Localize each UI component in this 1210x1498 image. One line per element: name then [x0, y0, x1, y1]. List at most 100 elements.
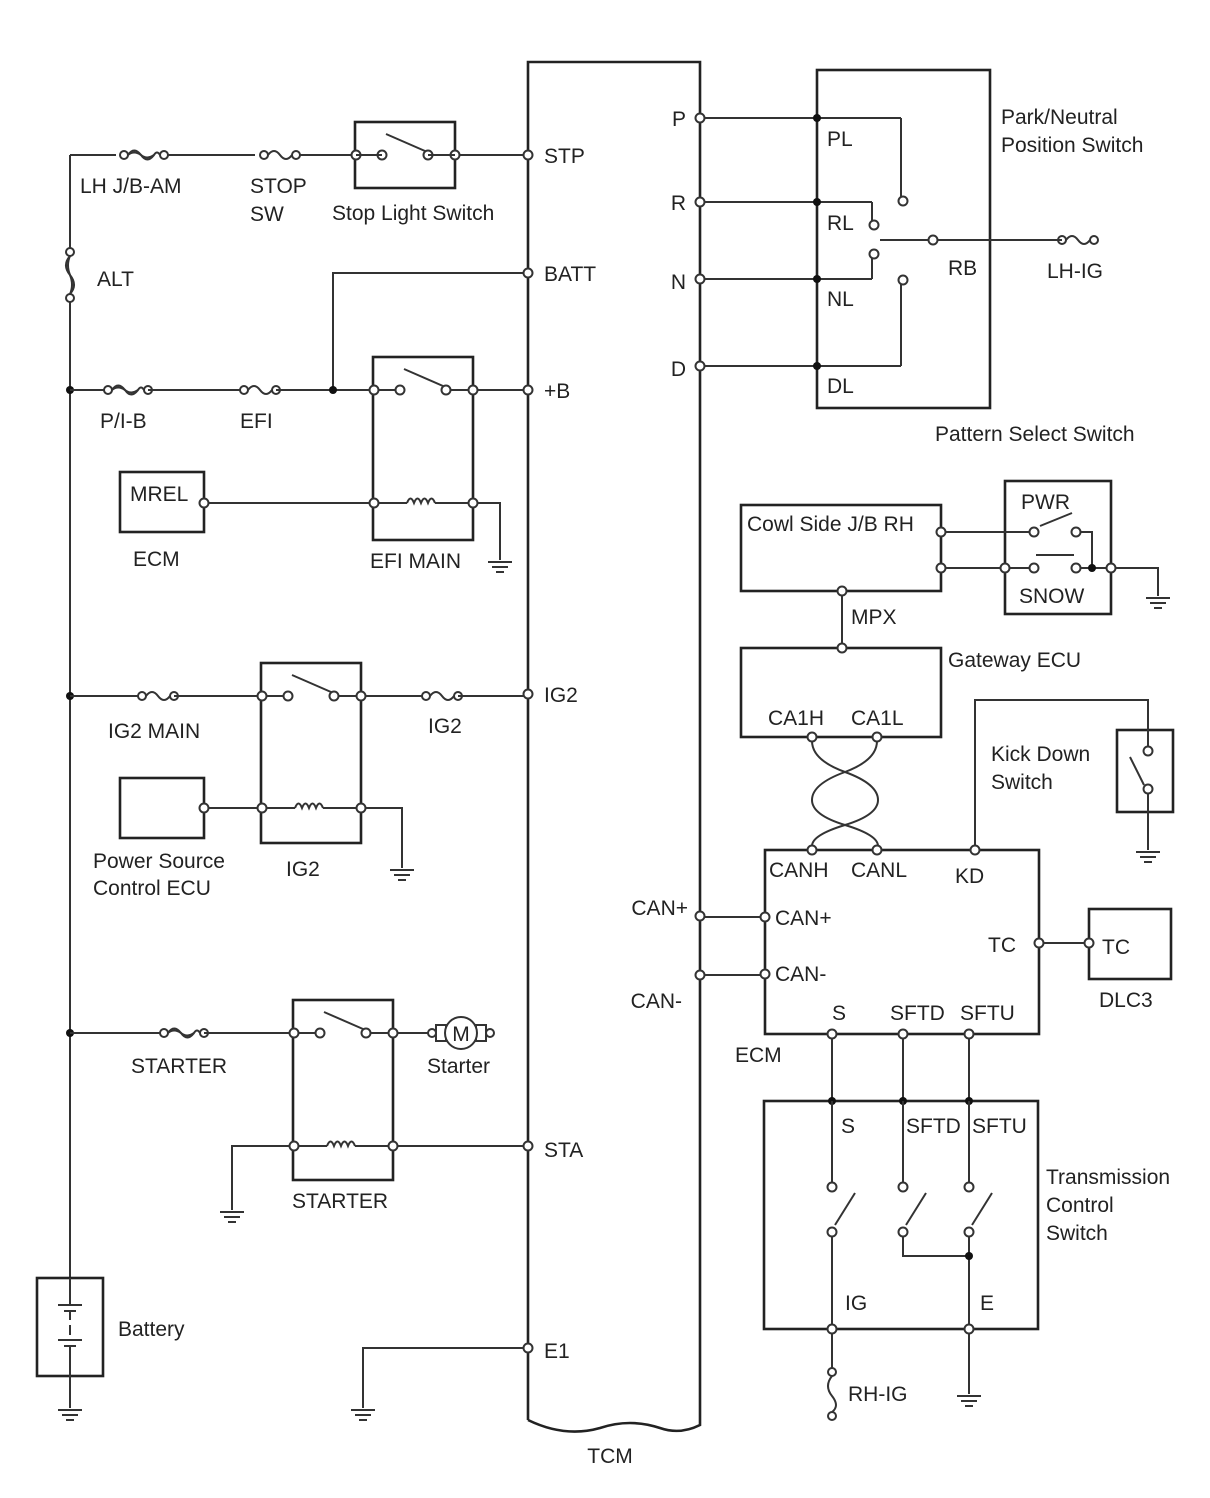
fuse-lh-jb-am-label: LH J/B-AM [80, 175, 182, 198]
trans-pin-s: S [841, 1115, 855, 1138]
battery: Battery [35, 1276, 185, 1408]
trans-pin-ig: IG [845, 1292, 867, 1315]
trans-title-3: Switch [1046, 1222, 1108, 1245]
tcm-block: TCM [526, 60, 702, 1468]
pn-title-1: Park/Neutral [1001, 106, 1118, 129]
can-twisted-pair [810, 740, 880, 847]
dlc3: TC DLC3 [1083, 907, 1173, 1012]
starter-relay-label: STARTER [292, 1190, 388, 1213]
trans-pin-sftd: SFTD [906, 1115, 961, 1138]
kick-down-switch: Kick Down Switch [974, 699, 1175, 850]
fuse-p-i-b: P/I-B [100, 384, 153, 433]
ig2-relay-label: IG2 [286, 858, 320, 881]
tcm-label: TCM [587, 1445, 633, 1468]
park-neutral-position-switch: Park/Neutral Position Switch PL RL NL DL… [704, 68, 1143, 410]
ecm-pin-kd: KD [955, 865, 984, 888]
ecm-title: ECM [735, 1044, 782, 1067]
tcm-pin-sta: STA [544, 1139, 583, 1162]
pwr-label: PWR [1021, 491, 1070, 514]
ecm-pin-sftu: SFTU [960, 1002, 1015, 1025]
starter-motor: M Starter [427, 1016, 495, 1078]
pn-pin-rl: RL [827, 212, 854, 235]
mpx-label: MPX [851, 606, 897, 629]
pn-pin-pl: PL [827, 128, 853, 151]
efi-main-relay: EFI MAIN [368, 355, 479, 573]
stop-light-switch-label: Stop Light Switch [332, 202, 494, 225]
pattern-select-switch: PWR SNOW [945, 479, 1159, 616]
ecm-pin-canh: CANH [769, 859, 829, 882]
starter-motor-label: Starter [427, 1055, 490, 1078]
ecm-pin-sftd: SFTD [890, 1002, 945, 1025]
trans-pin-sftu: SFTU [972, 1115, 1027, 1138]
tcm-pin-r: R [671, 192, 686, 215]
gateway-title: Gateway ECU [948, 649, 1081, 672]
pn-pin-nl: NL [827, 288, 854, 311]
snow-label: SNOW [1019, 585, 1085, 608]
tcm-pin-stp: STP [544, 145, 585, 168]
fuse-starter-label: STARTER [131, 1055, 227, 1078]
ecm-pin-can-minus: CAN- [775, 963, 826, 986]
gateway-pin-ca1h: CA1H [768, 707, 824, 730]
ecm-pin-s: S [832, 1002, 846, 1025]
fuse-ig2-label: IG2 [428, 715, 462, 738]
rh-ig-label: RH-IG [848, 1383, 908, 1406]
fuse-rh-ig: RH-IG [827, 1333, 908, 1421]
fuse-pib-label: P/I-B [100, 410, 147, 433]
pn-fuse-lh-ig: LH-IG [1047, 260, 1103, 283]
kick-down-title-2: Switch [991, 771, 1053, 794]
ecm-mrel-label: ECM [133, 548, 180, 571]
batt-wire [332, 272, 524, 390]
fuse-starter: STARTER [131, 1027, 227, 1078]
power-source-control-ecu: Power Source Control ECU [93, 776, 225, 900]
dlc3-title: DLC3 [1099, 989, 1153, 1012]
fuse-efi: EFI [239, 385, 281, 433]
trans-title-2: Control [1046, 1194, 1114, 1217]
tcm-pin-ig2: IG2 [544, 684, 578, 707]
ecm-pin-can-plus: CAN+ [775, 907, 832, 930]
ecm-box: CANH CANL KD CAN+ CAN- TC S SFTD SFTU EC… [735, 844, 1045, 1067]
fuse-ig2: IG2 [421, 691, 463, 738]
ecm-pin-canl: CANL [851, 859, 907, 882]
fuse-ig2-main: IG2 MAIN [108, 691, 200, 743]
starter-relay: STARTER [288, 998, 399, 1213]
tcm-pin-batt: BATT [544, 263, 596, 286]
tcm-left-pins: STP BATT +B IG2 STA E1 [522, 145, 596, 1363]
cowl-jb-label: Cowl Side J/B RH [747, 513, 914, 536]
tcm-pin-d: D [671, 358, 686, 381]
pattern-select-title: Pattern Select Switch [935, 423, 1135, 446]
ecm-pin-tc: TC [988, 934, 1016, 957]
fuse-stop-sw: STOP SW [250, 150, 307, 226]
battery-label: Battery [118, 1318, 185, 1341]
pn-pin-dl: DL [827, 375, 854, 398]
tcm-pin-can-plus: CAN+ [631, 897, 688, 920]
fuse-stop-label: STOP [250, 175, 307, 198]
power-bus [69, 154, 116, 1278]
tcm-pin-can-minus: CAN- [631, 990, 682, 1013]
fuse-sw-label: SW [250, 203, 284, 226]
fuse-alt-label: ALT [97, 268, 134, 291]
fuse-lh-jb-am: LH J/B-AM [80, 149, 182, 198]
fuse-alt: ALT [65, 247, 134, 303]
efi-main-label: EFI MAIN [370, 550, 461, 573]
tcm-pin-n: N [671, 271, 686, 294]
pn-title-2: Position Switch [1001, 134, 1143, 157]
dlc3-pin-tc: TC [1102, 936, 1130, 959]
fuse-efi-label: EFI [240, 410, 273, 433]
transmission-control-switch: Transmission Control Switch S SFTD SFTU … [762, 1097, 1170, 1335]
ig2-relay: IG2 [256, 661, 367, 881]
trans-title-1: Transmission [1046, 1166, 1170, 1189]
cowl-side-jb: Cowl Side J/B RH MPX [739, 503, 947, 629]
gateway-pin-ca1l: CA1L [851, 707, 904, 730]
stop-light-switch: Stop Light Switch [332, 120, 494, 225]
ecm-mrel-pin: MREL [130, 483, 188, 506]
tcm-pin-p: P [672, 108, 686, 131]
motor-symbol: M [452, 1023, 470, 1046]
tcm-pin-b: +B [544, 380, 570, 403]
kick-down-title-1: Kick Down [991, 743, 1090, 766]
pn-pin-rb: RB [948, 257, 977, 280]
tcm-pin-e1: E1 [544, 1340, 570, 1363]
gateway-ecu: Gateway ECU CA1H CA1L [739, 642, 1081, 743]
psc-ecu-label-1: Power Source [93, 850, 225, 873]
psc-ecu-label-2: Control ECU [93, 877, 211, 900]
